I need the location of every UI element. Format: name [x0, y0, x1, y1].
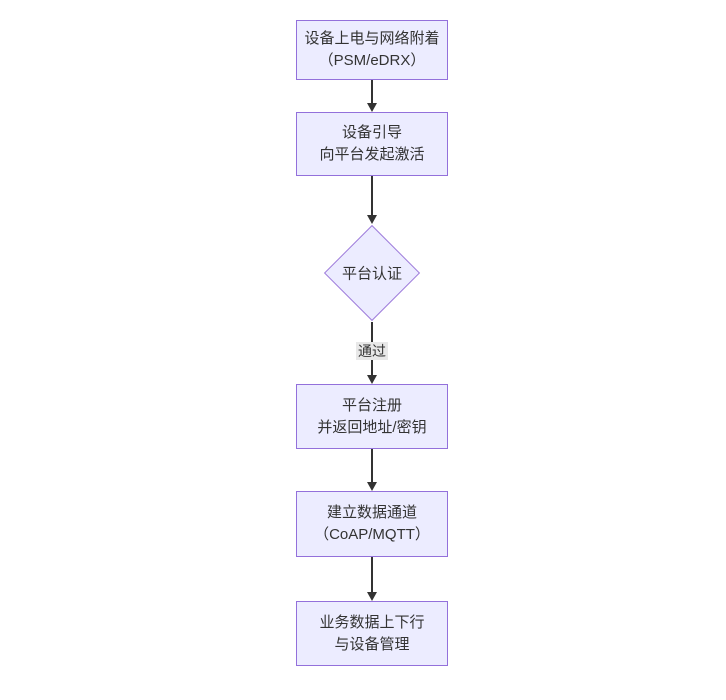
decision-platform-auth: 平台认证: [322, 224, 422, 322]
arrow-shaft: [371, 557, 373, 592]
node-text: 平台注册: [341, 396, 402, 414]
arrow-shaft: [371, 176, 373, 215]
node-text: 平台认证: [341, 265, 403, 283]
node-text: 设备引导: [341, 124, 402, 141]
arrowhead-down-icon: [367, 482, 377, 491]
node-text: 设备上电与网络附着: [304, 30, 440, 47]
node-text: （CoAP/MQTT）: [314, 526, 430, 543]
arrowhead-down-icon: [367, 103, 377, 112]
node-business-data: 业务数据上下行 与设备管理: [296, 601, 448, 666]
node-device-power: 设备上电与网络附着 （PSM/eDRX）: [296, 20, 448, 80]
node-text: 建立数据通道: [326, 504, 417, 521]
node-text: 业务数据上下行: [319, 613, 425, 631]
arrowhead-down-icon: [367, 592, 377, 601]
edge-arrow-1: [366, 80, 378, 112]
edge-label-pass: 通过: [356, 342, 388, 360]
edge-arrow-2: [366, 176, 378, 224]
node-text: 与设备管理: [334, 635, 410, 653]
node-data-channel: 建立数据通道 （CoAP/MQTT）: [296, 491, 448, 557]
node-text: 并返回地址/密钥: [317, 418, 427, 436]
arrow-shaft: [371, 449, 373, 482]
arrowhead-down-icon: [367, 375, 377, 384]
arrow-shaft: [371, 80, 373, 103]
edge-arrow-5: [366, 557, 378, 601]
node-text: 向平台发起激活: [319, 146, 425, 163]
node-text: （PSM/eDRX）: [318, 52, 426, 69]
node-platform-register: 平台注册 并返回地址/密钥: [296, 384, 448, 449]
arrowhead-down-icon: [367, 215, 377, 224]
edge-arrow-4: [366, 449, 378, 491]
node-device-bootstrap: 设备引导 向平台发起激活: [296, 112, 448, 176]
